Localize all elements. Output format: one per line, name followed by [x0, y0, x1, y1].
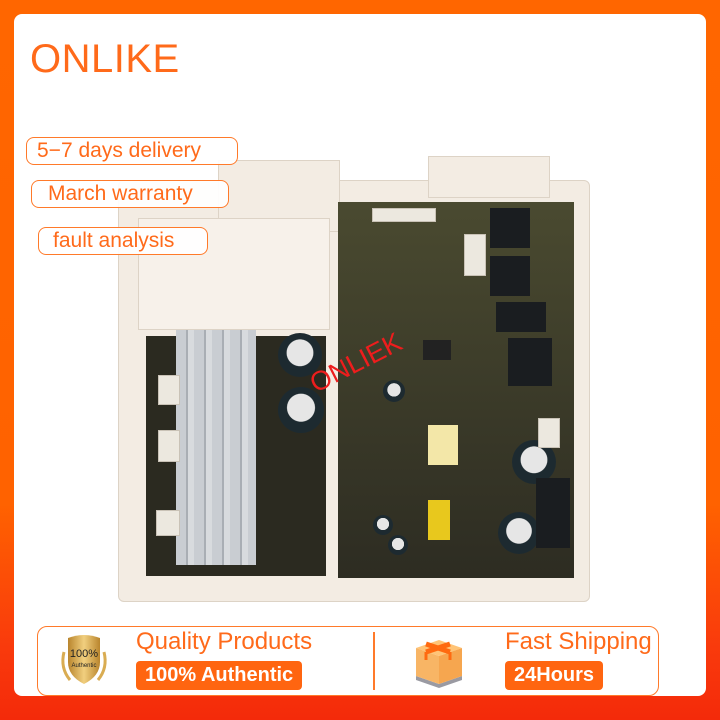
microcontroller-chip: [423, 340, 451, 360]
casing-tab: [428, 156, 550, 198]
connector: [464, 234, 486, 276]
connector: [158, 430, 180, 462]
tag-delivery: 5−7 days delivery: [26, 137, 238, 165]
relay: [490, 208, 530, 248]
transformer: [428, 425, 458, 465]
feature-shipping-badge: 24Hours: [505, 661, 604, 690]
shipping-box-icon: [416, 640, 462, 688]
feature-quality-title: Quality Products: [136, 628, 313, 655]
feature-divider: [373, 632, 375, 690]
relay: [536, 478, 570, 548]
tag-fault-analysis: fault analysis: [38, 227, 208, 255]
feature-bar: [37, 626, 659, 696]
feature-quality-badge: 100% Authentic: [136, 661, 303, 690]
tag-warranty: March warranty: [31, 180, 229, 208]
capacitor: [388, 535, 408, 555]
capacitor: [373, 515, 393, 535]
connector: [158, 375, 180, 405]
shield-text-top: 100%: [70, 648, 98, 660]
connector: [156, 510, 180, 536]
relay: [490, 256, 530, 296]
shield-text-bottom: Authentic: [71, 663, 96, 669]
capacitor: [278, 387, 324, 433]
connector: [538, 418, 560, 448]
casing-lid: [138, 218, 330, 330]
relay: [496, 302, 546, 332]
brand-logo-text: ONLIKE: [30, 37, 180, 81]
relay: [508, 338, 552, 386]
capacitor: [383, 380, 405, 402]
inductor: [428, 500, 450, 540]
heatsink: [176, 330, 256, 565]
feature-shipping-title: Fast Shipping: [505, 628, 652, 655]
connector: [372, 208, 436, 222]
authentic-shield-icon: 100% Authentic: [61, 635, 107, 684]
capacitor: [278, 333, 322, 377]
capacitor: [498, 512, 540, 554]
